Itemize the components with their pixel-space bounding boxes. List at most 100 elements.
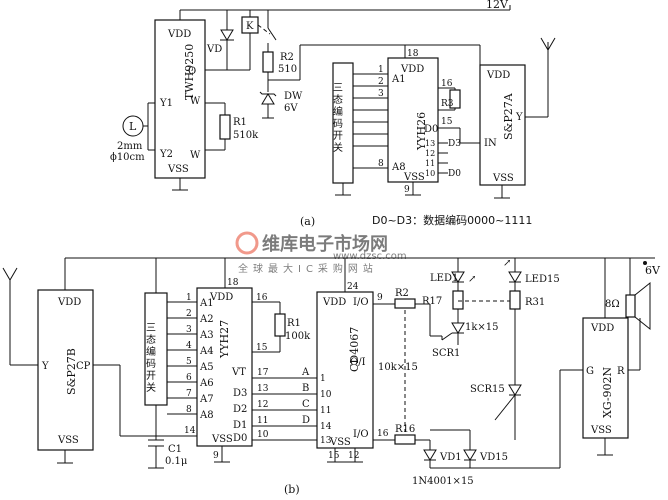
cd4067-pin15: 15 [328, 451, 340, 461]
yyh27-a-pin-6: 6 [186, 373, 192, 383]
twh9250-name: TWH9250 [183, 44, 196, 100]
cd4067-oi: O/I [350, 357, 366, 368]
coil-size-2: ϕ10cm [110, 152, 145, 163]
yyh26-in-pin-3: 3 [378, 89, 384, 99]
yyh26-a8: A8 [391, 162, 406, 173]
relay-k-label: K [246, 21, 254, 32]
r-array-label: 10k×15 [378, 362, 418, 373]
yyh26-d3-label: D3 [448, 139, 461, 149]
diodes-label: 1N4001×15 [412, 476, 474, 487]
cd4067-in-pin-13: 13 [320, 436, 332, 446]
yyh27-d-pin-12: 12 [257, 400, 268, 410]
sp27b-vdd: VDD [57, 297, 81, 308]
yyh27-vt: VT [231, 367, 246, 378]
cd4067-io-bot: I/O [353, 429, 369, 440]
encoding-note: D0~D3：数据编码0000~1111 [372, 213, 532, 227]
yyh27-a7: A7 [199, 394, 214, 405]
supply-6v-label: 6V [645, 264, 661, 277]
r1-b-name: R1 [287, 318, 301, 329]
yyh26-pin18: 18 [407, 49, 419, 59]
coil-l-label: L [129, 120, 137, 133]
yyh27-d-pin-10: 10 [257, 430, 269, 440]
diagram-b-label: (b) [284, 483, 300, 496]
vd15-label: VD15 [479, 452, 508, 463]
twh9250-vss: VSS [167, 164, 189, 175]
c1-value: 0.1μ [165, 456, 188, 467]
yyh27-vss: VSS [211, 434, 233, 445]
watermark: 维库电子市场网 www.dzsc.com 全球最大IC采购网站 [235, 231, 407, 275]
xg902n-chip [582, 317, 629, 439]
twh9250-pin-y2: Y2 [159, 149, 173, 160]
diagram-a: 12V VDD VSS TWH9250 O Y1 Y2 W W L 2mm ϕ1… [110, 0, 556, 228]
xg902n-g: G [586, 366, 594, 377]
cd4067-abcd-c: C [302, 399, 310, 410]
yyh27-a4: A4 [199, 346, 214, 357]
xg902n-r: R [617, 366, 625, 377]
led1-label: LED1 [430, 273, 458, 284]
sp27b-vss: VSS [57, 435, 79, 446]
sp27b-y: Y [41, 361, 49, 372]
dw-name: DW [284, 91, 303, 102]
yyh26-name: YYH26 [415, 112, 428, 151]
yyh27-a8: A8 [199, 410, 214, 421]
yyh27-pin15: 15 [256, 343, 268, 353]
yyh27-d-pin-11: 11 [257, 416, 268, 426]
cd4067-abcd-b: B [302, 383, 309, 394]
scr1-icon [451, 322, 465, 334]
watermark-url: www.dzsc.com [333, 251, 407, 262]
yyh26-d0-out-label: D0 [448, 169, 461, 179]
antenna-b-icon [2, 267, 18, 281]
yyh27-a-pin-8: 8 [186, 405, 192, 415]
r2-b-resistor [394, 298, 416, 309]
r2-resistor [262, 51, 274, 73]
sp27b-name: S&P27B [65, 348, 78, 395]
yyh27-vdd: VDD [209, 292, 233, 303]
watermark-brand: 维库电子市场网 [262, 233, 388, 255]
twh9250-chip [154, 19, 206, 179]
r1-name: R1 [233, 117, 247, 128]
sp27b-cp: CP [76, 361, 91, 372]
cd4067-in-pin-11: 11 [320, 406, 331, 416]
r31-label: R31 [525, 297, 545, 308]
sp27a-vdd: VDD [486, 70, 510, 81]
yyh27-chip [196, 287, 253, 447]
vd1-label: VD1 [439, 452, 462, 463]
r1-resistor [219, 114, 231, 140]
cd4067-pin24: 24 [347, 282, 359, 292]
yyh27-d3: D3 [233, 388, 247, 399]
yyh26-in-pin-8: 8 [378, 159, 384, 169]
yyh26-a1: A1 [391, 74, 406, 85]
yyh27-a-pin-4: 4 [186, 341, 192, 351]
yyh27-a-pin-2: 2 [186, 309, 192, 319]
cd4067-vss: VSS [329, 437, 351, 448]
yyh26-vdd: VDD [400, 64, 424, 75]
r17-label: R17 [422, 296, 442, 307]
tristate-switch-b-label: 三态编码开关 [144, 322, 156, 394]
watermark-slogan: 全球最大IC采购网站 [238, 262, 378, 275]
yyh27-pin14: 14 [184, 426, 196, 436]
yyh27-a3: A3 [199, 330, 214, 341]
led15-icon [508, 271, 522, 283]
twh9250-pin-w2: W [190, 150, 201, 161]
led1-rays-icon: ↗ [468, 274, 476, 285]
antenna-a-icon [540, 37, 556, 51]
yyh26-out-pin-13: 13 [425, 139, 435, 148]
cd4067-vdd: VDD [322, 297, 346, 308]
scr1-label: SCR1 [432, 348, 460, 359]
twh9250-vdd: VDD [167, 29, 191, 40]
c1-name: C1 [168, 444, 182, 455]
scr15-label: SCR15 [470, 384, 505, 395]
watermark-logo-icon [235, 231, 259, 255]
led15-rays-icon: ↗ [503, 258, 511, 269]
yyh27-a1: A1 [199, 298, 214, 309]
r2-name: R2 [280, 52, 294, 63]
dw-value: 6V [284, 103, 298, 114]
tristate-switch-a-label: 三态编码开关 [331, 82, 343, 154]
yyh27-pin17: 17 [257, 368, 269, 378]
yyh26-d0: D0 [424, 124, 438, 135]
vd-label: VD [206, 44, 222, 55]
r1-b-resistor [274, 313, 286, 337]
r31-resistor [509, 290, 521, 310]
led15-label: LED15 [525, 274, 560, 285]
